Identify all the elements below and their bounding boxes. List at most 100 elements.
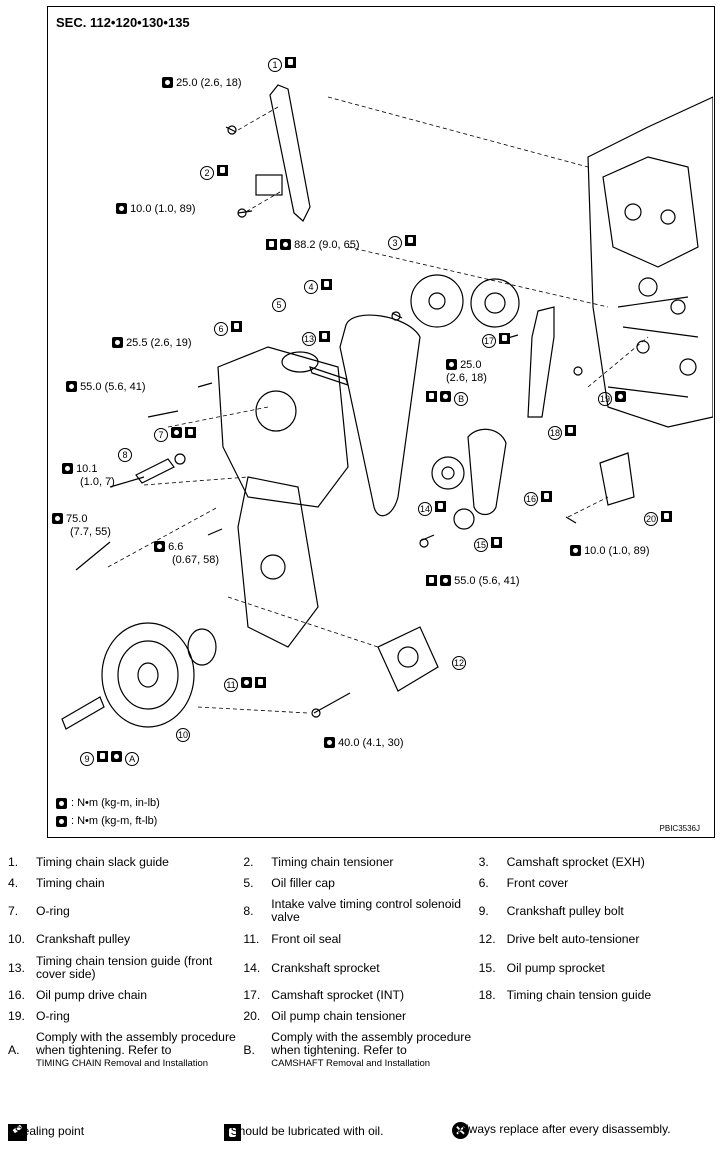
key-inlb: : N•m (kg-m, in-lb) — [56, 797, 160, 809]
legend-row: 13.Timing chain tension guide (front cov… — [8, 951, 714, 985]
legend-number: 6. — [478, 876, 489, 891]
legend-text: Drive belt auto-tensioner — [506, 932, 640, 947]
legend-number: 9. — [478, 903, 489, 918]
legend-number: 19. — [8, 1009, 25, 1024]
part-marker-3: 3 — [388, 235, 417, 250]
torque-ftlb-icon — [446, 359, 457, 370]
chain-tensioner-shape — [255, 174, 283, 196]
oil-icon — [661, 511, 673, 522]
legend-text — [507, 1006, 714, 1027]
part-marker-1: 1 — [268, 57, 297, 72]
legend-number: 3. — [478, 855, 489, 870]
legend-number: 2. — [243, 855, 254, 870]
image-reference: PBIC3536J — [659, 824, 700, 833]
note-letter-a: A. — [8, 1042, 20, 1057]
diagram-frame: SEC. 112•120•130•135 — [47, 6, 715, 838]
oil-icon — [426, 391, 437, 402]
oil-icon — [321, 279, 333, 290]
note-letter-b: B. — [243, 1042, 255, 1057]
legend-number: 13. — [8, 960, 25, 975]
legend-text: Crankshaft sprocket — [271, 960, 380, 975]
legend-text: Intake valve timing control solenoid val… — [271, 897, 461, 924]
note-b: Comply with the assembly procedure when … — [271, 1029, 472, 1070]
legend-notes-row: A. Comply with the assembly procedure whe… — [8, 1027, 714, 1073]
torque-inlb-icon — [570, 545, 581, 556]
torque-callout-7: 75.0(7.7, 55) — [52, 513, 111, 538]
legend-number: 17. — [243, 988, 261, 1003]
legend-text: Oil pump drive chain — [35, 988, 148, 1003]
torque-ftlb-icon — [440, 391, 452, 402]
replace-icon: ✕ — [452, 1122, 469, 1139]
sealing-icon — [231, 321, 243, 332]
legend-text: Front oil seal — [271, 932, 342, 947]
legend-number: 12. — [478, 932, 496, 947]
filler-cap-shape — [281, 351, 319, 373]
torque-callout-4: 25.5 (2.6, 19) — [112, 337, 192, 350]
torque-ftlb-icon — [112, 337, 123, 348]
torque-ftlb-icon — [111, 751, 123, 762]
note-a-ref: TIMING CHAIN Removal and Installation — [35, 1058, 209, 1070]
part-marker-16: 16 — [524, 491, 553, 506]
oil-icon — [426, 575, 437, 586]
oil-icon — [435, 501, 447, 512]
torque-ftlb-icon — [324, 737, 335, 748]
torque-inlb-icon — [154, 541, 165, 552]
part-marker-B: B — [426, 391, 469, 406]
slack-guide — [269, 84, 311, 222]
legend-text: O-ring — [35, 1009, 70, 1024]
legend-text: Timing chain tensioner — [271, 855, 394, 870]
engine-block — [587, 96, 713, 428]
legend-number: 14. — [243, 960, 261, 975]
torque-ftlb-icon — [66, 381, 77, 392]
torque-callout-9: 25.0(2.6, 18) — [446, 359, 487, 384]
oil-icon — [499, 333, 511, 344]
torque-callout-2: 10.0 (1.0, 89) — [116, 203, 196, 216]
part-marker-9: 9 A — [80, 751, 140, 766]
torque-ftlb-icon — [280, 239, 292, 250]
section-title: SEC. 112•120•130•135 — [56, 15, 190, 30]
torque-callout-3: 88.2 (9.0, 65) — [266, 239, 360, 252]
legend-number: 1. — [8, 855, 19, 870]
crank-pulley-shape — [101, 622, 195, 728]
torque-callout-10: 10.0 (1.0, 89) — [570, 545, 650, 558]
oil-lubricate-icon — [224, 1124, 241, 1141]
replace-icon — [241, 677, 253, 688]
part-marker-18: 18 — [548, 425, 577, 440]
part-marker-20: 20 — [644, 511, 673, 526]
legend-number: 7. — [8, 903, 19, 918]
oil-icon — [97, 751, 109, 762]
part-marker-13: 13 — [302, 331, 331, 346]
oil-icon — [266, 239, 277, 250]
legend-number: 15. — [478, 960, 496, 975]
legend-number: 8. — [243, 903, 254, 918]
solenoid-shape — [135, 458, 175, 484]
timing-chain-shape — [339, 314, 421, 517]
front-cover-shape — [217, 346, 349, 508]
part-marker-8: 8 — [118, 447, 132, 462]
torque-inlb-icon — [56, 797, 67, 809]
torque-ftlb-icon — [440, 575, 452, 586]
part-marker-5: 5 — [272, 297, 286, 312]
sealing-point-icon — [8, 1124, 27, 1141]
replace-icon — [615, 391, 627, 402]
legend-text: Crankshaft pulley — [35, 932, 131, 947]
oil-icon — [319, 331, 331, 342]
torque-ftlb-icon — [52, 513, 63, 524]
part-marker-10: 10 — [176, 728, 190, 742]
oil-icon — [405, 235, 417, 246]
oil-icon — [565, 425, 577, 436]
torque-inlb-icon — [116, 203, 127, 214]
oil-icon — [255, 677, 267, 688]
legend-text: Front cover — [506, 876, 569, 891]
torque-callout-5: 55.0 (5.6, 41) — [66, 381, 146, 394]
legend-number: 11. — [243, 932, 260, 947]
torque-callout-8: 6.6(0.67, 58) — [154, 541, 219, 566]
legend-number: 18. — [478, 988, 496, 1003]
replace-icon — [171, 427, 183, 438]
legend-text: Timing chain tension guide — [506, 988, 652, 1003]
torque-callout-12: 40.0 (4.1, 30) — [324, 737, 404, 750]
part-marker-11: 11 — [224, 677, 267, 692]
